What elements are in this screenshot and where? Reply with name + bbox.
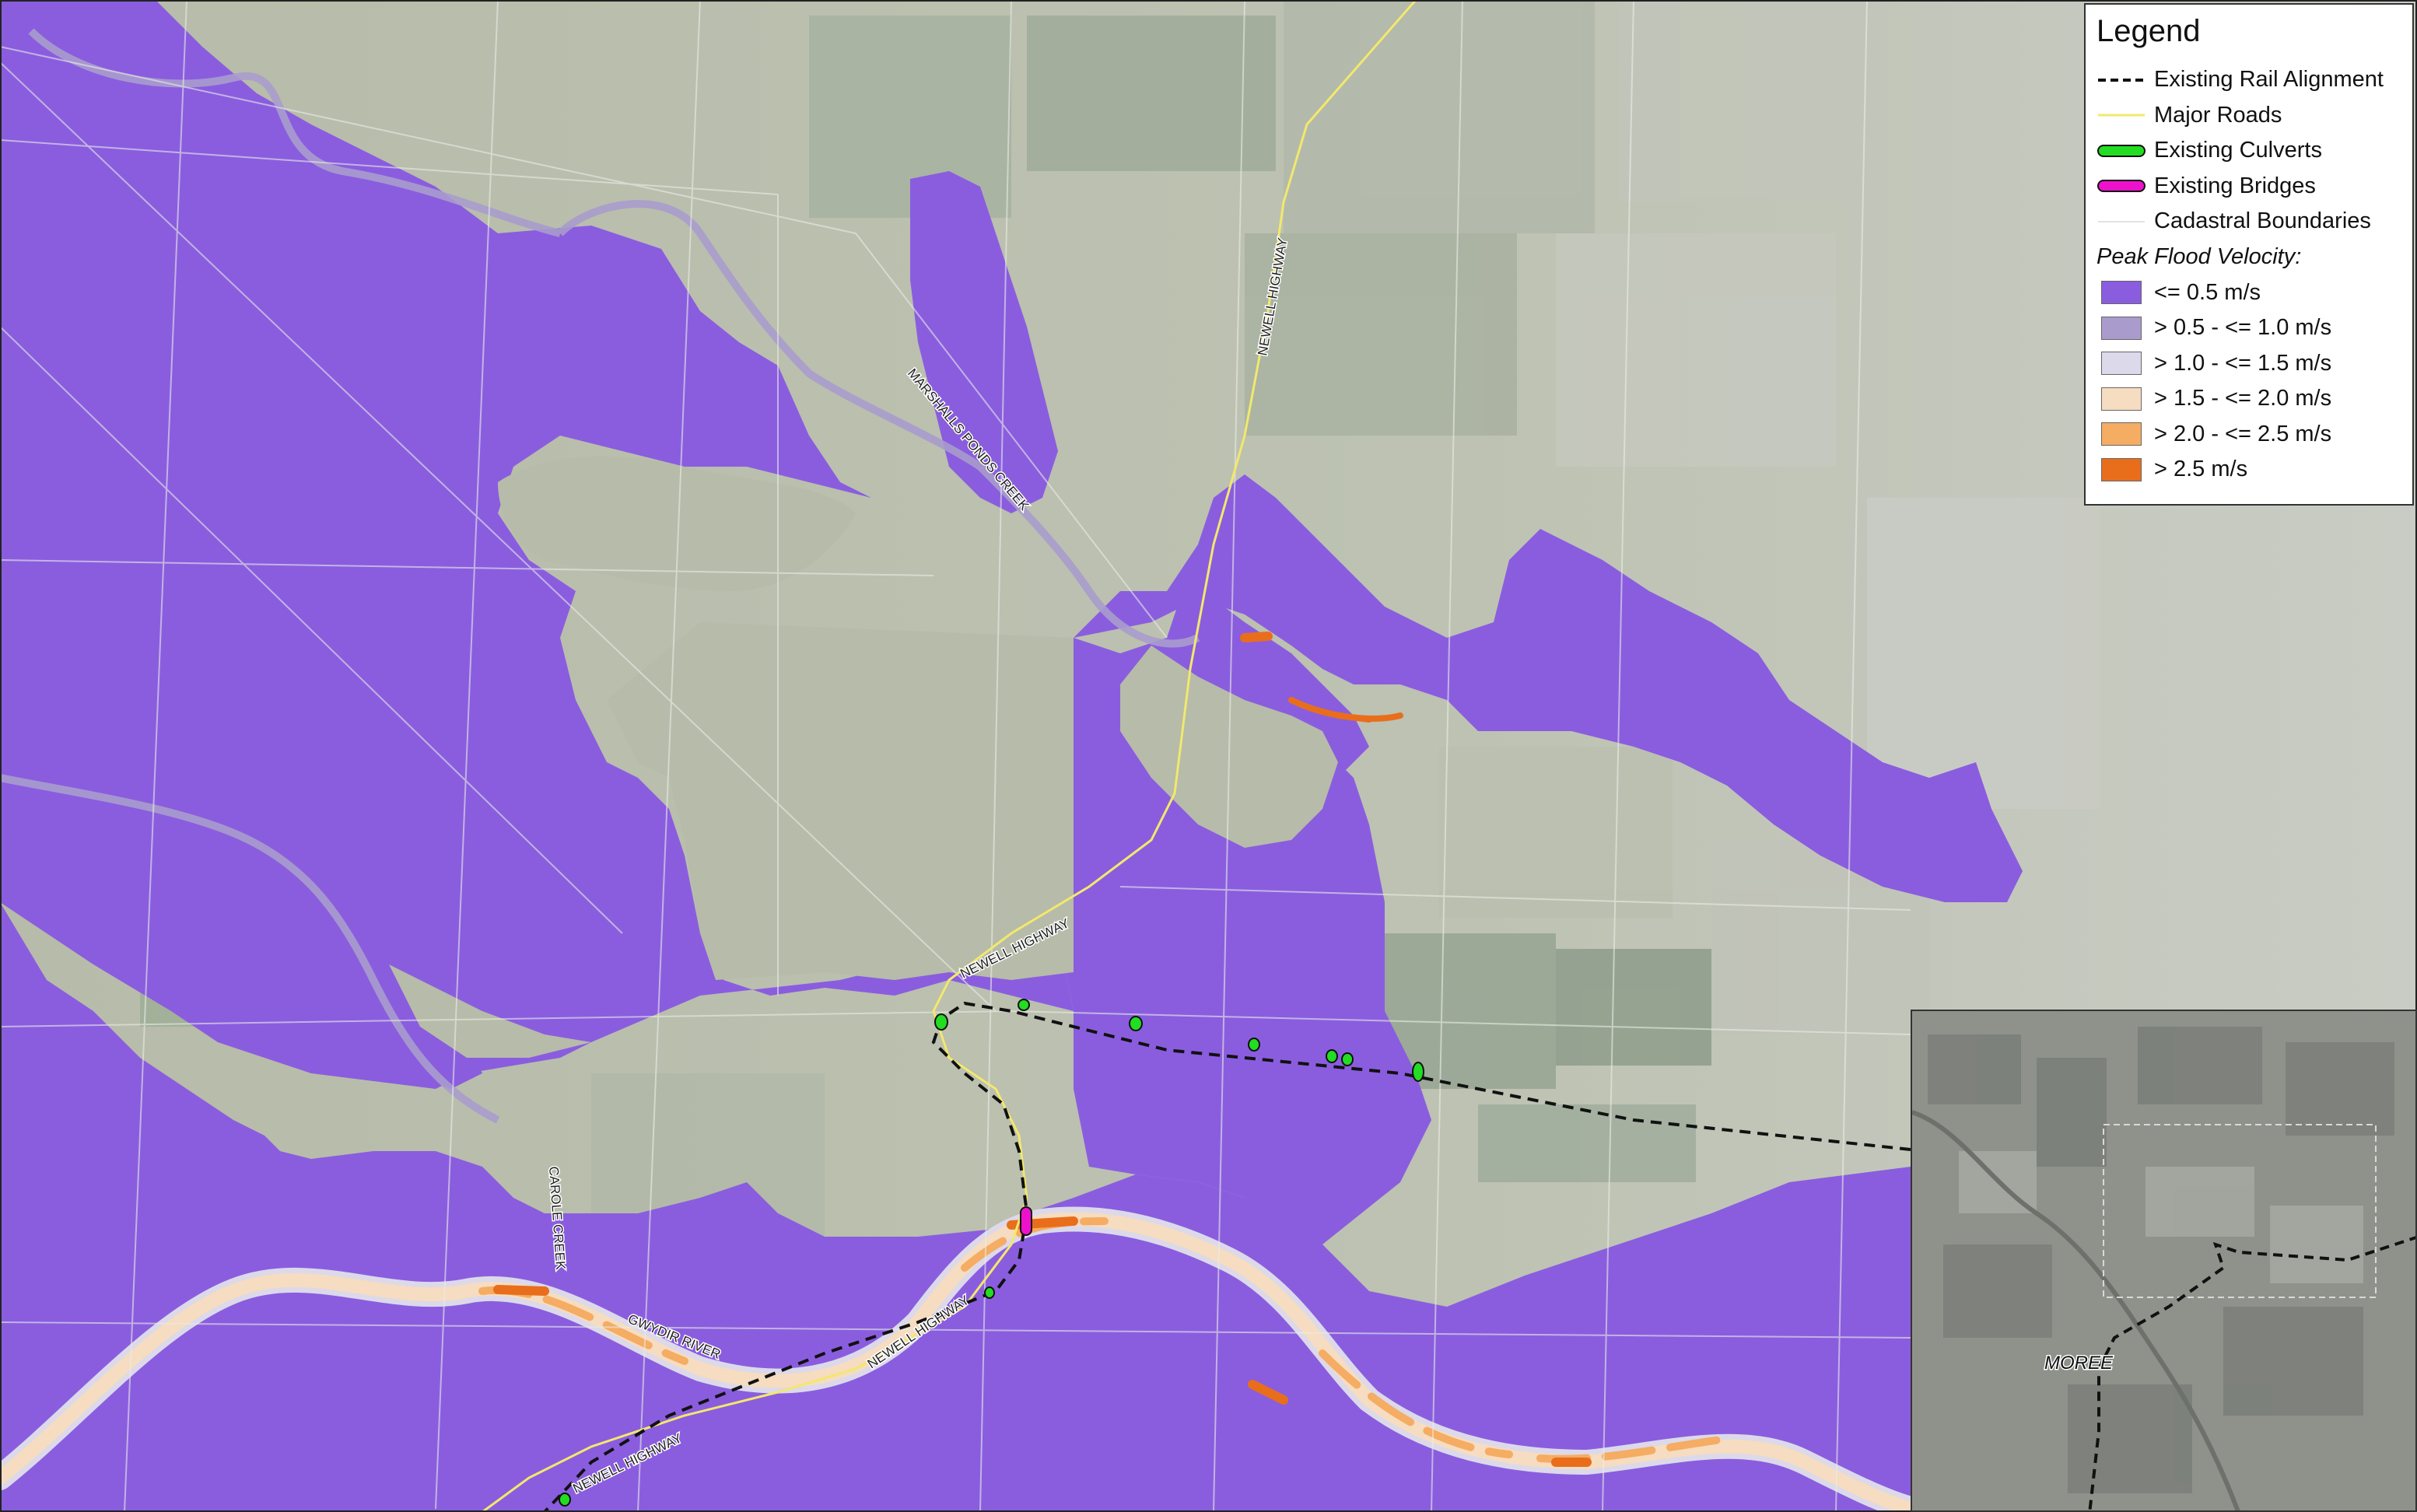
legend-item-rail: Existing Rail Alignment: [2096, 62, 2401, 98]
legend-velocity-class: <= 0.5 m/s: [2096, 275, 2401, 311]
swatch-icon: [2096, 281, 2146, 305]
legend-velocity-class: > 2.0 - <= 2.5 m/s: [2096, 417, 2401, 453]
culvert-marker: [1326, 1049, 1338, 1063]
legend-label: <= 0.5 m/s: [2154, 279, 2261, 305]
velocity-heading: Peak Flood Velocity:: [2096, 244, 2302, 269]
legend-title: Legend: [2096, 14, 2201, 48]
swatch-icon: [2096, 457, 2146, 481]
existing-culverts: [559, 999, 1424, 1507]
creek-lines: [0, 28, 1200, 1124]
legend-velocity-class: > 0.5 - <= 1.0 m/s: [2096, 310, 2401, 346]
existing-rail-alignment: [543, 1001, 1911, 1512]
swatch-icon: [2096, 387, 2146, 411]
legend-velocity-class: > 1.5 - <= 2.0 m/s: [2096, 381, 2401, 417]
legend-label: Cadastral Boundaries: [2154, 208, 2371, 234]
cadastral-boundaries: [0, 0, 1911, 1512]
legend-label: > 1.0 - <= 1.5 m/s: [2154, 350, 2332, 376]
culvert-marker: [1341, 1052, 1354, 1066]
inset-map-svg: MOREE: [1912, 1011, 2415, 1510]
culvert-marker: [984, 1286, 995, 1299]
swatch-icon: [2096, 352, 2146, 376]
legend-label: Major Roads: [2154, 102, 2282, 128]
legend-label: > 0.5 - <= 1.0 m/s: [2154, 315, 2332, 341]
yellow-line-icon: [2096, 106, 2146, 124]
legend-item-cadastral: Cadastral Boundaries: [2096, 204, 2401, 240]
major-roads: [482, 0, 1417, 1512]
magenta-pill-icon: [2096, 177, 2146, 195]
thin-line-icon: [2096, 212, 2146, 231]
legend-label: > 2.5 m/s: [2154, 457, 2248, 482]
swatch-icon: [2096, 316, 2146, 340]
inset-locality-map: MOREE: [1911, 1010, 2417, 1512]
legend-label: Existing Rail Alignment: [2154, 67, 2384, 93]
dry-islands: [389, 456, 1338, 1058]
green-pill-icon: [2096, 142, 2146, 160]
legend-label: > 2.0 - <= 2.5 m/s: [2154, 421, 2332, 446]
culvert-marker: [559, 1493, 571, 1507]
culvert-marker: [1018, 999, 1030, 1011]
legend-panel: Legend Existing Rail Alignment Major Roa…: [2084, 3, 2414, 506]
culvert-marker: [1248, 1038, 1260, 1052]
legend-item-bridges: Existing Bridges: [2096, 169, 2401, 205]
legend-label: Existing Bridges: [2154, 173, 2316, 198]
culvert-marker: [934, 1013, 948, 1031]
legend-label: Existing Culverts: [2154, 138, 2322, 163]
inset-town-label: MOREE: [2044, 1353, 2114, 1374]
culvert-marker: [1412, 1062, 1424, 1082]
dashed-line-icon: [2096, 71, 2146, 89]
swatch-icon: [2096, 422, 2146, 446]
culvert-marker: [1129, 1016, 1143, 1031]
legend-velocity-class: > 1.0 - <= 1.5 m/s: [2096, 346, 2401, 382]
legend-velocity-class: > 2.5 m/s: [2096, 452, 2401, 488]
newell-highway-road: [482, 0, 1417, 1512]
legend-item-roads: Major Roads: [2096, 98, 2401, 134]
legend-label: > 1.5 - <= 2.0 m/s: [2154, 386, 2332, 411]
inset-rail-line: [2088, 1236, 2415, 1510]
inset-extent-box: [2103, 1124, 2377, 1298]
existing-bridge-marker: [1020, 1206, 1032, 1236]
legend-item-culverts: Existing Culverts: [2096, 133, 2401, 169]
